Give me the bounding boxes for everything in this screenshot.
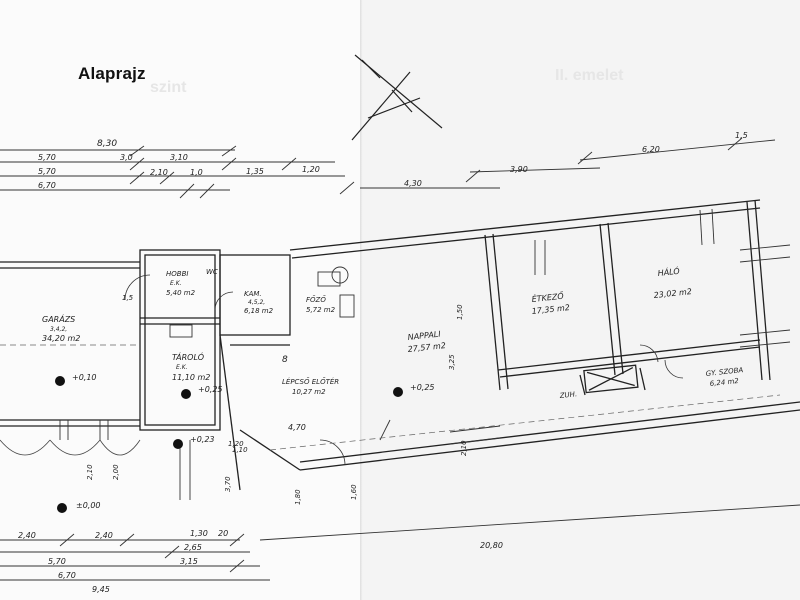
level-2: +0,23 [190,435,215,444]
dim-bottom-row1-1: 2,40 [95,531,113,540]
dim-top-row1-0: 3,10 [170,153,188,162]
room-pantry-name: KAM. [244,290,262,298]
garage-door-arcs [0,439,141,456]
room-hobby-area: 5,40 m2 [166,289,196,297]
dimension-lines-bottom [0,504,800,581]
dim-top-left-0: 5,70 [38,153,56,162]
misc-label-0: 8 [282,355,288,365]
side-mark-1: 2,00 [112,464,120,480]
room-hobby-detail: E.K. [170,280,182,287]
dim-top-right-1: 3,90 [510,165,528,174]
center-lines [0,344,781,451]
room-garage-name: GARÁZS [42,313,75,324]
dim-top-total: 8,30 [97,139,117,149]
dim-top-right-2: 6,20 [642,145,660,154]
room-storage-name: TÁROLÓ [172,351,204,362]
room-storage-area: 11,10 m2 [172,373,210,382]
dim-top-row3-1: 1,0 [190,168,203,177]
dim-top-row3-0: 2,10 [150,168,168,177]
dim-bottom-left-1: 6,70 [58,571,76,580]
side-mark-6: 1,20 [228,440,244,448]
door-swings [124,274,684,466]
side-mark-5: 3,70 [224,476,232,492]
side-mark-2: 1,80 [294,489,302,505]
walls [0,199,800,491]
room-bedroom-area: 23,02 m2 [653,287,692,300]
side-mark-0: 2,10 [86,464,94,480]
dim-top-right-0: 4,30 [404,179,422,188]
room-wc-name: WC [206,268,218,276]
side-mark-3: 1,60 [350,484,358,500]
dimension-lines-top [0,137,776,199]
level-markers [55,376,403,513]
room-hall-area: 10,27 m2 [292,388,326,396]
drawing-sheet-right-panel [362,0,800,600]
dim-top-row2-2: 1,20 [302,165,320,174]
dim-top-row2-1: 1,35 [246,167,264,176]
room-pantry-detail: 4,5,2, [248,299,265,306]
room-dining-name: ÉTKEZŐ [531,290,565,304]
misc-label-3: 3,25 [448,354,456,370]
dim-top-left-1: 5,70 [38,167,56,176]
level-3: +0,25 [410,383,435,392]
dim-bottom-row2-1: 3,15 [180,557,198,566]
side-mark-4: 1,10 [232,446,248,454]
room-hobby-name: HOBBI [166,270,188,278]
room-kitchen-name: FŐZŐ [306,295,326,304]
dim-bottom-total: 20,80 [480,541,503,550]
north-arrow [351,54,443,141]
room-kids-area: 6,24 m2 [709,377,739,388]
dim-top-right-3: 1,5 [735,131,748,140]
level-4: ±0,00 [76,501,101,510]
room-pantry-area: 6,18 m2 [244,307,274,315]
misc-label-1: 4,70 [288,423,306,432]
room-kids-name: GY. SZOBA [705,366,743,378]
misc-label-4: 1,5 [122,294,134,302]
dim-top-row2-0: 3,0 [120,153,133,162]
room-bedroom-name: HÁLÓ [657,265,680,278]
side-mark-7: 2,10 [460,440,468,456]
room-garage-detail: 3,4,2, [50,326,67,333]
dim-top-left-2: 6,70 [38,181,56,190]
misc-label-2: 1,50 [456,304,464,320]
dim-bottom-row1-3: 20 [218,529,228,538]
level-1: +0,25 [198,385,223,394]
dim-bottom-left-0: 5,70 [48,557,66,566]
dim-bottom-row1-2: 1,30 [190,529,208,538]
room-living-area: 27,57 m2 [407,341,446,354]
kitchen-fixtures [169,266,355,338]
room-garage-area: 34,20 m2 [42,334,80,343]
dim-bottom-row1-0: 2,40 [18,531,36,540]
room-kitchen-area: 5,72 m2 [306,306,336,314]
dim-bottom-left-2: 9,45 [92,585,110,594]
paper-fold [360,0,363,600]
room-hall-name: LÉPCSŐ ELŐTÉR [282,377,339,386]
dim-bottom-row2-0: 2,65 [184,543,202,552]
room-dining-area: 17,35 m2 [531,303,570,316]
room-labels: GARÁZS 3,4,2, 34,20 m2 HOBBI E.K. 5,40 m… [42,265,744,400]
ghost-text-left: szint [150,79,187,96]
room-living-name: NAPPALI [407,330,441,342]
room-storage-detail: E.K. [176,364,188,371]
level-0: +0,10 [72,373,97,382]
room-shower-name: ZUH. [558,390,577,400]
ghost-text-right: II. emelet [555,67,624,84]
drawing-title: Alaprajz [78,64,146,83]
window-marks [59,208,791,500]
